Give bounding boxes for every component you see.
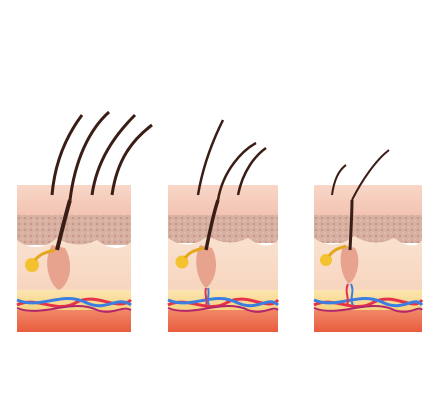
dermis-textured-band — [17, 215, 131, 245]
nerve-line — [16, 305, 132, 313]
vein-line — [167, 297, 280, 308]
dermis-wave — [17, 238, 131, 290]
hair-strand — [236, 146, 267, 196]
dermis-textured-band — [314, 215, 422, 243]
hair-strand — [50, 114, 84, 196]
nerve-line — [313, 305, 423, 313]
epidermis-layer — [314, 185, 422, 215]
hair-follicle — [196, 245, 217, 288]
hair-follicle — [340, 245, 359, 284]
nerve-line — [167, 305, 279, 313]
muscle-layer — [17, 310, 131, 332]
sebaceous-gland — [175, 255, 189, 269]
capillary-artery — [345, 283, 349, 306]
vein-line — [313, 297, 424, 308]
hair-root — [348, 199, 354, 251]
gland-duct — [327, 244, 347, 257]
gland-duct — [33, 248, 56, 262]
muscle-layer — [314, 310, 422, 332]
hair-strand — [196, 119, 225, 196]
dermis-textured-band — [168, 215, 278, 243]
vein-line — [16, 297, 132, 308]
sebaceous-gland — [320, 254, 332, 266]
hair-follicle — [47, 245, 71, 290]
capillary-artery — [204, 287, 208, 306]
hair-root — [204, 199, 220, 251]
panel-dense — [16, 110, 153, 332]
sebaceous-gland — [25, 258, 39, 272]
hair-strand — [216, 141, 257, 201]
hair-strand — [90, 113, 137, 196]
hair-strand — [351, 149, 390, 201]
panel-sparse — [313, 149, 424, 332]
hair-strand — [331, 164, 347, 196]
panel-thinning — [167, 119, 280, 332]
muscle-layer — [168, 310, 278, 332]
hair-strand — [110, 123, 153, 196]
gland-duct — [183, 246, 205, 259]
dermis-wave — [314, 236, 422, 290]
hair-root — [55, 199, 72, 251]
capillary-vein — [206, 287, 210, 306]
epidermis-layer — [168, 185, 278, 215]
capillary-vein — [350, 283, 354, 306]
hair-strand — [68, 110, 111, 201]
